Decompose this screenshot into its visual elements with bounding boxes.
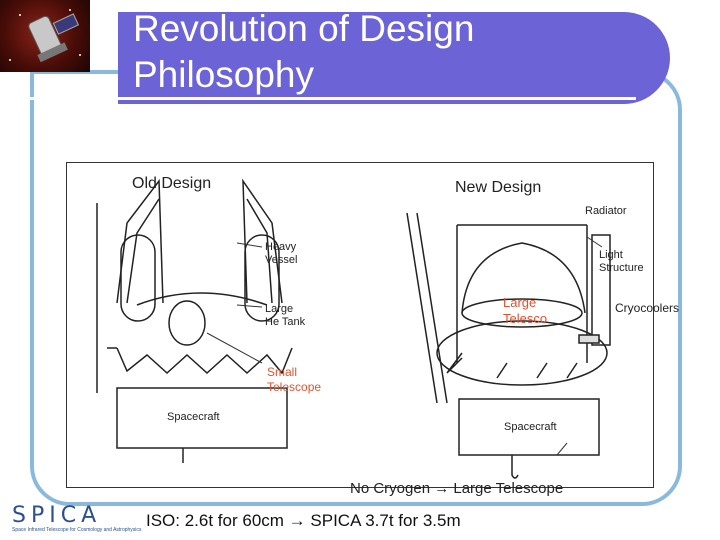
spica-logo: SPICA Space Infrared Telescope for Cosmo… [12, 503, 141, 533]
title-line-2: Philosophy [133, 54, 315, 95]
comparison-text: ISO: 2.6t for 60cm → SPICA 3.7t for 3.5m [146, 511, 461, 530]
title-line-1: Revolution of Design [133, 8, 475, 49]
label-old-spacecraft: Spacecraft [167, 411, 220, 423]
label-large-telescope: Large Telesco [503, 295, 548, 326]
brand-wordmark: SPICA [12, 503, 102, 528]
label-radiator: Radiator [585, 205, 627, 217]
title-band [118, 12, 670, 104]
diagram-caption: No Cryogen → Large Telescope [350, 480, 564, 497]
label-new-spacecraft: Spacecraft [504, 421, 557, 433]
label-small-telescope: Small Telescope [267, 365, 322, 394]
slide-title: Revolution of Design Philosophy [133, 6, 653, 98]
design-diagram: Old Design New Design Heavy Vessel Large… [66, 162, 679, 488]
brand-tagline: Space Infrared Telescope for Cosmology a… [12, 527, 142, 533]
label-light-structure: Light Structure [599, 249, 644, 274]
spacecraft-image [0, 0, 90, 72]
old-design-title: Old Design [132, 175, 212, 192]
diagram-drawing [96, 178, 611, 479]
label-heavy-vessel: Heavy Vessel [265, 241, 298, 266]
new-design-title: New Design [455, 179, 542, 196]
label-cryocoolers: Cryocoolers [615, 301, 680, 315]
title-underline [0, 97, 636, 100]
label-he-tank: Large He Tank [265, 303, 306, 328]
